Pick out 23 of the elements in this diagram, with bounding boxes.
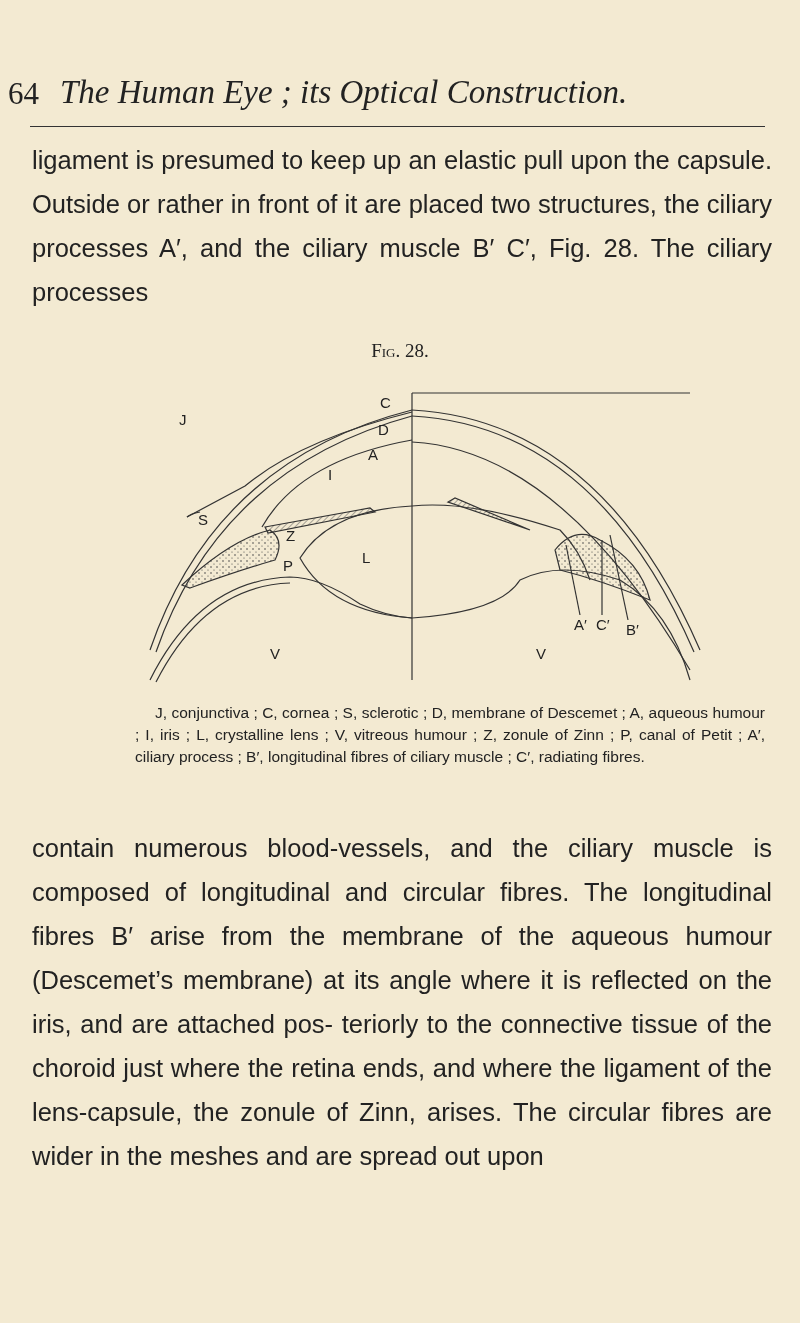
figure-number: Fig. 28. bbox=[370, 340, 430, 362]
leader-line bbox=[565, 544, 581, 616]
part-letter: B′ bbox=[626, 622, 639, 637]
figure-caption: J, conjunctiva ; C, cornea ; S, sclerotic ; D, membrane of Descemet ; A, aqueous humour ; I, iris ; L, crystalline lens ; V, vitreous humour ; Z, zonule of Zinn ; P, canal of Petit ; A′, ciliary process ; B′, longitudinal fibres of ciliary muscle ; C′, radiating fibres. bbox=[135, 703, 765, 767]
part-letter: J bbox=[179, 412, 187, 427]
part-letter: P bbox=[283, 558, 293, 573]
part-letter: I bbox=[328, 467, 333, 482]
part-letter: A′ bbox=[574, 617, 587, 632]
leader-line bbox=[609, 534, 629, 621]
part-letter: V bbox=[270, 646, 280, 661]
part-letter: C bbox=[380, 395, 391, 410]
part-letter: Z bbox=[286, 528, 296, 543]
part-letter: A bbox=[368, 447, 378, 462]
leader-line bbox=[601, 539, 603, 616]
part-letter: S bbox=[198, 512, 208, 527]
part-letter: V bbox=[536, 646, 546, 661]
part-letter: L bbox=[362, 550, 371, 565]
part-letter: D bbox=[378, 422, 389, 437]
body-paragraph: contain numerous blood-vessels, and the ciliary muscle is composed of longitudinal and circular fibres. The longitudinal fibres B′ arise from the membrane of the aqueous humour (Descemet’s membrane) at its angle where it is reflected on the iris, and are attached pos- teriorly to the connective tissue of the choroid just where the retina ends, and where the ligament of the lens-capsule, the zonule of Zinn, arises. The circular fibres are wider in the meshes and are spread out upon bbox=[32, 833, 772, 1172]
body-paragraph: ligament is presumed to keep up an elastic pull upon the capsule. Outside or rather in front of it are placed two structures, the ciliary processes A′, and the ciliary muscle B′ C′, Fig. 28. The ciliary processes bbox=[32, 145, 772, 308]
part-letter: C′ bbox=[596, 617, 610, 632]
page-number: 64 bbox=[8, 76, 39, 112]
running-head: The Human Eye ; its Optical Construction. bbox=[60, 74, 628, 111]
